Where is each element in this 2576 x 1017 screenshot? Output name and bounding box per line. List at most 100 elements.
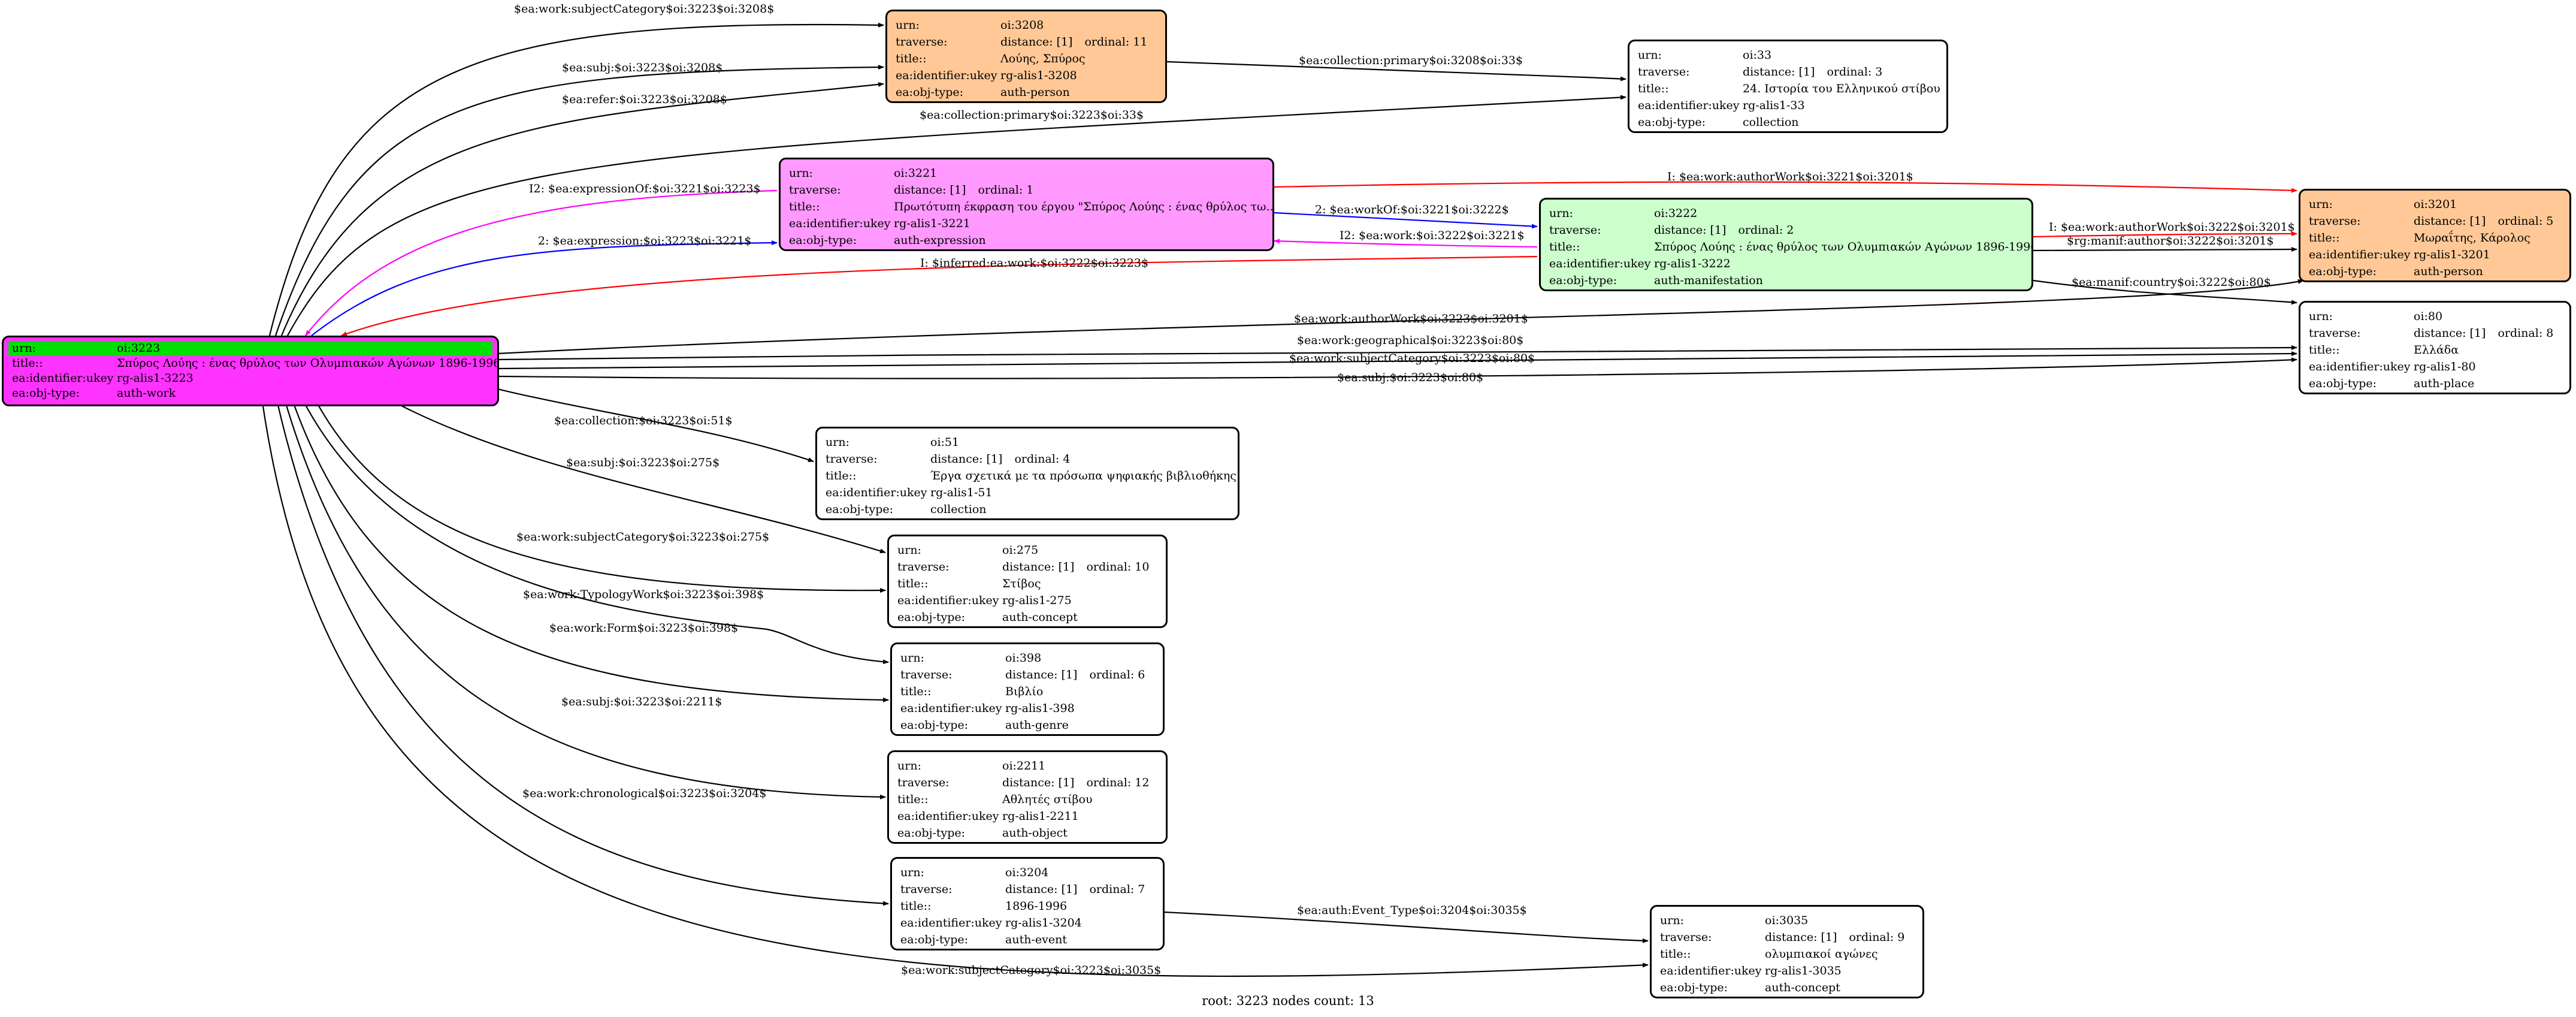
field-value-ukey: rg-alis1-3204 [1005,916,1082,930]
node-275[interactable]: urn:oi:275 traverse:distance: [1]ordinal… [887,535,1168,628]
node-3221[interactable]: urn:oi:3221 traverse:distance: [1]ordina… [779,158,1274,251]
node-3201[interactable]: urn:oi:3201 traverse:distance: [1]ordina… [2299,189,2571,282]
field-value-title: Βιβλίο [1005,685,1044,698]
node-3208[interactable]: urn:oi:3208 traverse:distance: [1]ordina… [885,10,1167,103]
edge-label: I: $ea:work:authorWork$oi:3222$oi:3201$ [2049,221,2295,234]
field-value-distance: distance: [1] [2414,215,2486,228]
edge-line [305,189,778,336]
edge-label: $ea:work:Form$oi:3223$oi:398$ [549,621,738,635]
field-value-ordinal: ordinal: 1 [978,183,1034,197]
node-objtype-row: ea:obj-type:auth-concept [897,609,1157,626]
field-label-objtype: ea:obj-type: [896,86,964,99]
field-value-ukey: rg-alis1-3222 [1654,257,1731,270]
field-value-ordinal: ordinal: 4 [1014,452,1071,466]
field-label-traverse: traverse: [900,883,953,896]
field-label-objtype: ea:obj-type: [1660,981,1728,994]
field-value-title: 24. Ιστορία του Ελληνικού στίβου [1743,82,1940,95]
field-label-traverse: traverse: [900,668,953,681]
edge-label: $ea:work:subjectCategory$oi:3223$oi:80$ [1289,352,1535,365]
field-value-objtype: auth-object [1002,826,1068,840]
field-value-title: Έργα σχετικά με τα πρόσωπα ψηφιακής βιβλ… [930,469,1236,482]
node-urn-row: urn:oi:2211 [897,758,1157,774]
field-label-urn: urn: [900,651,924,665]
field-label-title: title:: [896,52,927,65]
edge-label: I: $ea:work:authorWork$oi:3221$oi:3201$ [1667,170,1913,183]
node-2211[interactable]: urn:oi:2211 traverse:distance: [1]ordina… [887,750,1168,844]
node-root-3223-box[interactable]: urn: oi:3223 title:: Σπύρος Λούης : ένας… [2,336,499,406]
graph-caption: root: 3223 nodes count: 13 [1202,994,1374,1008]
field-label-ukey: ea:identifier:ukey [2309,360,2411,373]
field-label-traverse: traverse: [896,35,948,49]
field-label-traverse: traverse: [897,560,950,574]
field-value-title: Ελλάδα [2414,343,2459,357]
node-objtype-row: ea:obj-type: auth-work [12,386,489,401]
field-value-objtype: auth-concept [1765,981,1840,994]
node-title-row: title::Σπύρος Λούης : ένας θρύλος των Ολ… [1549,239,2031,255]
node-objtype-row: ea:obj-type:auth-place [2309,375,2561,392]
field-value-ukey: rg-alis1-398 [1005,702,1075,715]
edge-line [286,366,889,665]
node-398[interactable]: urn:oi:398 traverse:distance: [1]ordinal… [890,642,1165,736]
field-value-ukey: rg-alis1-2211 [1002,810,1079,823]
edge-label: $ea:collection:$oi:3223$oi:51$ [554,414,733,427]
field-value-urn: oi:3222 [1654,207,1698,220]
field-label-ukey: ea:identifier:ukey [896,69,997,82]
edge-line [256,366,1649,977]
field-value-ordinal: ordinal: 12 [1086,776,1150,789]
field-value-objtype: auth-event [1005,933,1067,946]
node-objtype-row: ea:obj-type:auth-object [897,825,1157,841]
node-title-row: title::Έργα σχετικά με τα πρόσωπα ψηφιακ… [826,467,1236,484]
field-label-ukey: ea:identifier:ukey [1549,257,1651,270]
node-3035[interactable]: urn:oi:3035 traverse:distance: [1]ordina… [1650,905,1924,998]
node-title-row: title::24. Ιστορία του Ελληνικού στίβου [1638,80,1940,97]
field-value-distance: distance: [1] [1000,35,1073,49]
node-51[interactable]: urn:oi:51 traverse:distance: [1]ordinal:… [815,427,1239,520]
edge-label: $ea:work:TypologyWork$oi:3223$oi:398$ [523,588,764,601]
edge-line [298,366,886,593]
field-label-title: title:: [897,793,929,806]
edge-label: $ea:subj:$oi:3223$oi:2211$ [561,695,722,708]
field-label-ukey: ea:identifier:ukey [897,594,999,607]
node-80[interactable]: urn:oi:80 traverse:distance: [1]ordinal:… [2299,301,2571,394]
edge-line [497,357,2297,379]
field-value-distance: distance: [1] [1743,65,1815,79]
field-value-ordinal: ordinal: 3 [1827,65,1883,79]
node-urn-row: urn:oi:80 [2309,308,2561,325]
field-value-title: Μωραΐτης, Κάρολος [2414,231,2530,245]
node-ukey-row: ea:identifier:ukey rg-alis1-3223 [12,371,489,386]
node-traverse-row: traverse:distance: [1]ordinal: 6 [900,666,1154,683]
field-value-title: Σπύρος Λούης : ένας θρύλος των Ολυμπιακώ… [117,357,499,370]
node-3204[interactable]: urn:oi:3204 traverse:distance: [1]ordina… [890,857,1165,950]
node-objtype-row: ea:obj-type:auth-manifestation [1549,272,2023,289]
edge-label: $ea:manif:country$oi:3222$oi:80$ [2072,276,2271,289]
node-traverse-row: traverse: distance: [1] ordinal: 3 [1638,64,1938,80]
field-label-urn: urn: [897,544,921,557]
field-label-ukey: ea:identifier:ukey [900,916,1002,930]
field-label-title: title:: [1638,82,1669,95]
edge-label: 2: $ea:expression:$oi:3223$oi:3221$ [538,234,752,248]
edge-label: $ea:work:subjectCategory$oi:3223$oi:3208… [514,2,774,16]
field-label-objtype: ea:obj-type: [1638,116,1706,129]
field-label-ukey: ea:identifier:ukey [1638,99,1740,112]
field-label-objtype: ea:obj-type: [897,611,966,624]
node-3222[interactable]: urn:oi:3222 traverse:distance: [1]ordina… [1539,198,2033,291]
field-label-urn: urn: [1549,207,1573,220]
field-value-title: ολυμπιακοί αγώνες [1765,947,1878,961]
node-33[interactable]: urn:oi:33 traverse:distance: [1]ordinal:… [1628,40,1948,133]
edge-line [268,22,884,336]
node-title-row: title:: Σπύρος Λούης : ένας θρύλος των Ο… [12,356,497,371]
edge-label: $ea:auth:Event_Type$oi:3204$oi:3035$ [1297,904,1527,917]
field-value-ordinal: ordinal: 11 [1084,35,1148,49]
field-label-traverse: traverse: [897,776,950,789]
field-value-urn: oi:3208 [1000,19,1044,32]
field-label-title: title:: [1660,947,1691,961]
field-value-objtype: auth-place [2414,377,2475,390]
field-label-traverse: traverse: [1638,65,1690,79]
field-label-urn: urn: [1638,49,1662,62]
edge-label: $ea:work:subjectCategory$oi:3223$oi:3035… [901,964,1161,977]
edge-line [2033,247,2297,252]
node-traverse-row: traverse:distance: [1]ordinal: 9 [1660,929,1914,946]
